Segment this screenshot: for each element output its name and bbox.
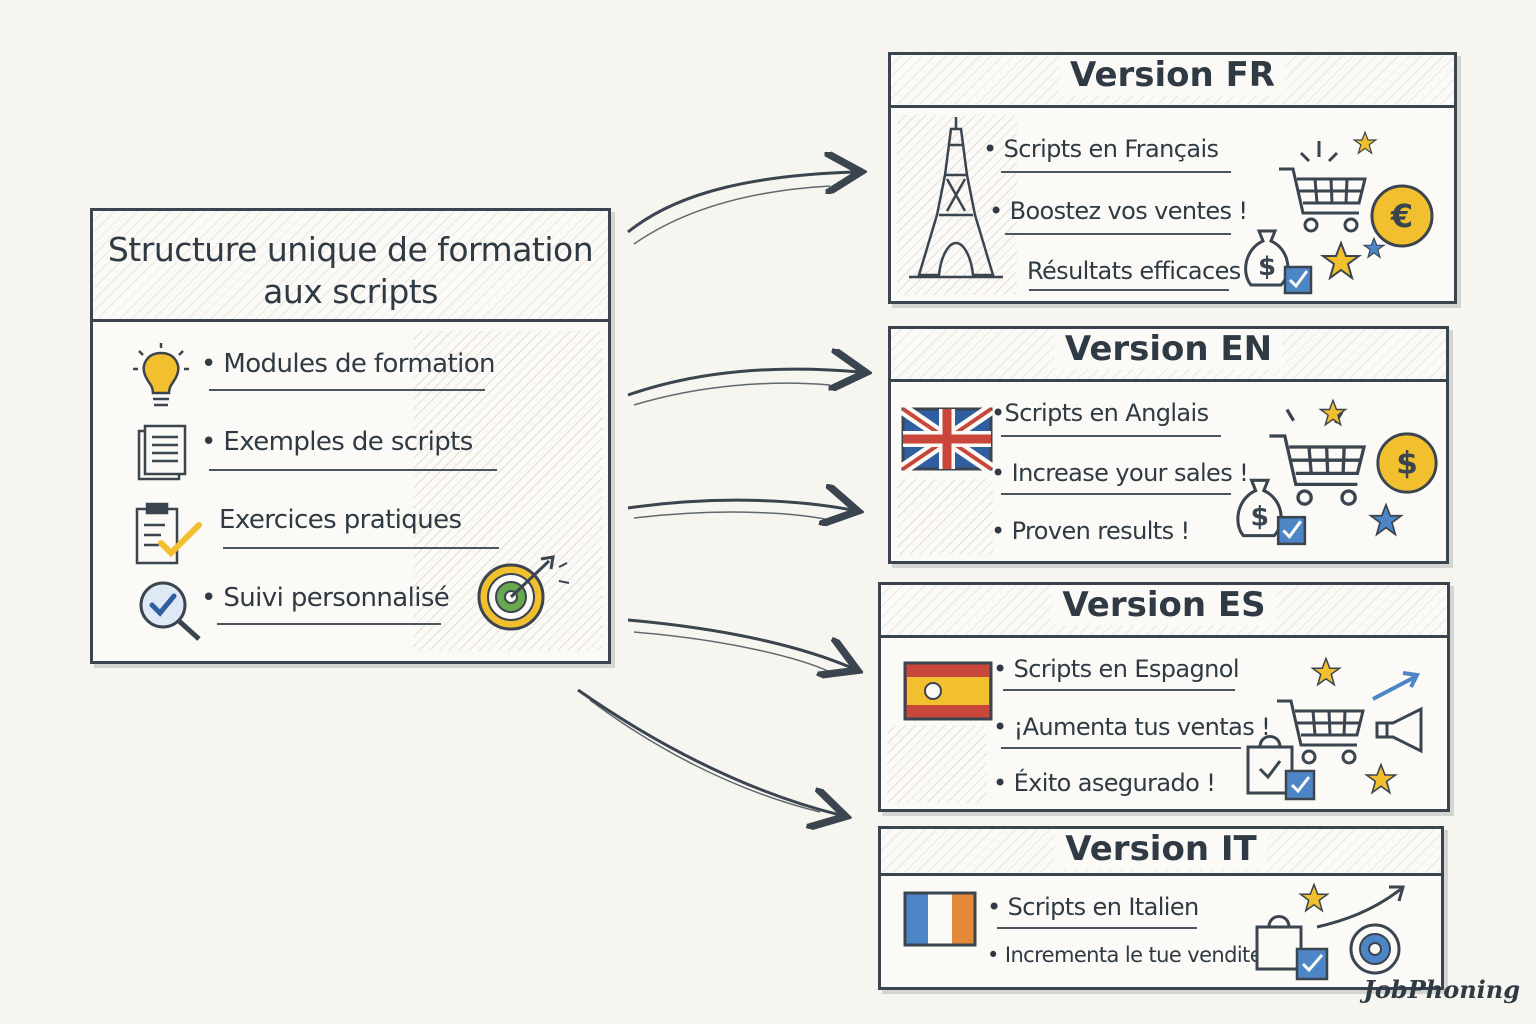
- magnifier-check-icon: [139, 581, 201, 641]
- fr-underline: [1001, 171, 1231, 173]
- es-hatch-decoration: [887, 725, 987, 803]
- main-item-underline: [209, 389, 485, 391]
- growth-arrow-icon: [1372, 671, 1421, 701]
- version-en-header: Version EN: [891, 329, 1446, 382]
- it-shopping-bag-icon: [1255, 915, 1329, 981]
- main-item-examples: • Exemples de scripts: [201, 427, 473, 457]
- it-item-0: • Scripts en Italien: [987, 893, 1199, 921]
- fr-euro-symbol: €: [1390, 197, 1413, 235]
- version-it-header: Version IT: [881, 829, 1441, 876]
- arrow-to-it-2: [577, 688, 840, 815]
- main-title: Structure unique de formation aux script…: [93, 229, 608, 313]
- en-bag-dollar-symbol: $: [1250, 501, 1269, 532]
- it-growth-arrow-icon: [1316, 885, 1405, 929]
- fr-item-1: • Boostez vos ventes !: [989, 197, 1248, 225]
- fr-money-bag-icon: $: [1244, 229, 1313, 295]
- uk-flag-icon: [899, 404, 995, 474]
- en-hatch-decoration: [897, 479, 993, 555]
- jobphoning-logo: JobPhoning: [1363, 975, 1520, 1004]
- version-es-box: Version ES • Scripts en Espagnol • ¡Aume…: [878, 582, 1450, 812]
- version-en-box: Version EN •Scripts en Anglais • Increas…: [888, 326, 1449, 564]
- fr-star-icon: [1352, 130, 1378, 155]
- megaphone-icon: [1375, 706, 1423, 754]
- fr-underline: [1005, 233, 1231, 235]
- main-structure-box: Structure unique de formation aux script…: [90, 208, 611, 664]
- es-shopping-cart-icon: [1277, 699, 1365, 765]
- version-fr-box: Version FR • Scripts en Français • Boost…: [888, 52, 1457, 304]
- en-item-2: • Proven results !: [991, 517, 1190, 545]
- es-item-2: • Éxito asegurado !: [993, 769, 1216, 797]
- arrow-to-en: [627, 369, 860, 397]
- fr-underline: [1029, 289, 1229, 291]
- version-fr-title: Version FR: [1060, 55, 1285, 95]
- version-fr-header: Version FR: [891, 55, 1454, 108]
- version-es-title: Version ES: [1052, 585, 1276, 625]
- main-item-underline: [217, 623, 441, 625]
- fr-euro-coin-icon: €: [1370, 184, 1434, 248]
- en-money-bag-icon: $: [1236, 478, 1307, 546]
- es-star-icon: [1310, 656, 1342, 687]
- en-dollar-symbol: $: [1396, 446, 1418, 482]
- main-item-underline: [209, 469, 497, 471]
- en-item-0: •Scripts en Anglais: [991, 399, 1209, 427]
- en-underline: [1001, 435, 1221, 437]
- version-it-box: Version IT • Scripts en Italien • Increm…: [878, 826, 1444, 990]
- main-item-modules: • Modules de formation: [201, 349, 495, 379]
- fr-shopping-cart-icon: [1279, 141, 1367, 233]
- en-star-icon: [1368, 502, 1404, 537]
- version-en-title: Version EN: [1054, 329, 1283, 369]
- es-star-icon: [1364, 762, 1398, 795]
- italy-flag-icon: [903, 891, 977, 947]
- document-icon: [137, 424, 187, 481]
- main-title-line1: Structure unique de formation: [107, 230, 594, 269]
- es-shopping-bag-icon: [1246, 735, 1316, 801]
- main-item-underline: [223, 547, 499, 549]
- en-item-1: • Increase your sales !: [991, 459, 1249, 487]
- arrow-to-fr: [627, 172, 855, 234]
- spain-flag-icon: [903, 661, 993, 721]
- eiffel-tower-icon: [909, 117, 1003, 279]
- target-icon: [477, 555, 570, 631]
- fr-item-0: • Scripts en Français: [983, 135, 1219, 163]
- main-item-coaching: • Suivi personnalisé: [201, 583, 450, 613]
- fr-star-icon: [1319, 240, 1363, 281]
- fr-star-icon: [1362, 236, 1386, 259]
- arrow-to-es: [627, 500, 852, 510]
- fr-item-2: Résultats efficaces: [1027, 257, 1241, 285]
- es-underline: [1001, 747, 1241, 749]
- es-item-0: • Scripts en Espagnol: [993, 655, 1240, 683]
- lightbulb-icon: [133, 343, 189, 407]
- en-star-icon: [1318, 398, 1348, 427]
- it-target-icon: [1349, 923, 1401, 975]
- main-item-exercises: Exercices pratiques: [219, 505, 462, 535]
- es-underline: [1003, 689, 1235, 691]
- es-item-1: • ¡Aumenta tus ventas !: [993, 713, 1271, 741]
- it-star-icon: [1298, 882, 1330, 913]
- version-es-header: Version ES: [881, 585, 1447, 638]
- main-structure-header: Structure unique de formation aux script…: [93, 211, 608, 322]
- it-underline: [997, 927, 1197, 929]
- it-item-1: • Incrementa le tue vendite !: [987, 943, 1277, 967]
- version-it-title: Version IT: [1055, 829, 1267, 869]
- en-underline: [1001, 493, 1231, 495]
- fr-dollar-symbol: $: [1258, 252, 1276, 282]
- en-shopping-cart-icon: [1269, 408, 1367, 506]
- main-title-line2: aux scripts: [263, 272, 438, 311]
- arrow-to-it-1: [627, 618, 852, 668]
- en-dollar-coin-icon: $: [1376, 432, 1438, 494]
- clipboard-check-icon: [135, 502, 202, 565]
